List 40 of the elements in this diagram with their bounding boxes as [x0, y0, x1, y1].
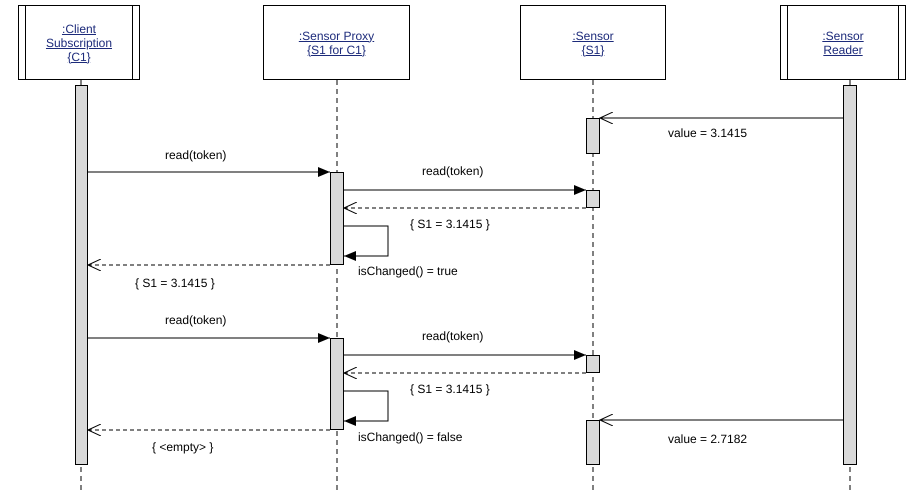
object-name: :Sensor Reader — [821, 28, 865, 56]
message-arrow — [600, 112, 844, 124]
message-label: value = 3.1415 — [668, 126, 748, 140]
message-label: read(token) — [165, 313, 226, 327]
active-object-box — [18, 5, 140, 80]
message-label: read(token) — [422, 329, 484, 343]
message-arrow — [344, 350, 586, 360]
activation-bar — [330, 172, 344, 265]
message-arrow — [344, 185, 586, 195]
activation-bar — [75, 85, 88, 465]
message-label: read(token) — [422, 164, 484, 178]
object-name: :Client Subscription {C1} — [44, 22, 114, 64]
return-arrow — [88, 258, 330, 272]
activation-bar — [843, 85, 857, 465]
activation-bar — [586, 118, 600, 154]
message-label: { S1 = 3.1415 } — [135, 276, 215, 290]
activation-bar — [586, 190, 600, 208]
message-arrow — [88, 333, 330, 343]
message-label: { <empty> } — [152, 440, 214, 454]
object-box — [520, 5, 666, 80]
active-object-box — [780, 5, 906, 80]
self-message-arrow — [344, 226, 388, 261]
message-label: isChanged() = true — [358, 264, 458, 278]
return-arrow — [88, 424, 330, 436]
message-label: read(token) — [165, 148, 226, 162]
return-arrow — [344, 366, 586, 380]
object-name: :Sensor Proxy {S1 for C1} — [298, 28, 376, 56]
message-arrow — [88, 167, 330, 177]
message-label: value = 2.7182 — [668, 432, 748, 446]
activation-bar — [586, 355, 600, 373]
return-arrow — [344, 202, 586, 214]
message-label: { S1 = 3.1415 } — [410, 382, 490, 396]
object-box — [263, 5, 410, 80]
activation-bar — [330, 338, 344, 430]
message-arrow — [600, 414, 844, 426]
activation-bar — [586, 420, 600, 465]
object-name: :Sensor {S1} — [571, 28, 615, 56]
self-message-arrow — [344, 390, 388, 426]
message-label: { S1 = 3.1415 } — [410, 217, 490, 231]
message-label: isChanged() = false — [358, 430, 462, 444]
